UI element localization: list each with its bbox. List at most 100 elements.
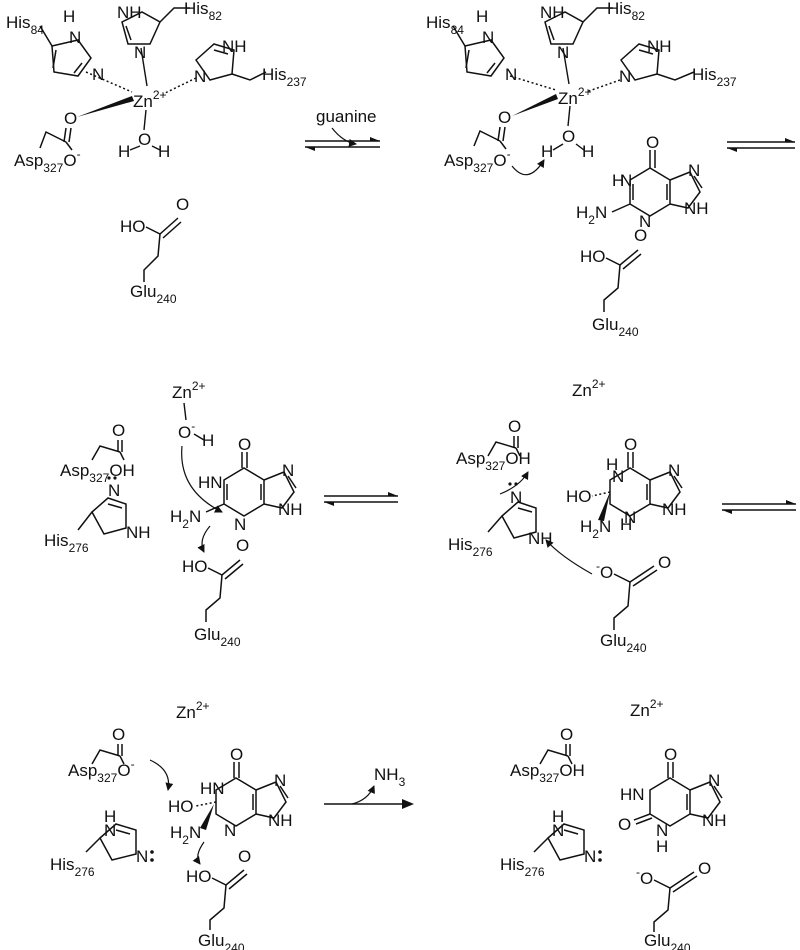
nh-label: H: [612, 171, 624, 190]
asp327-label: Asp327O-: [444, 147, 511, 175]
glu240-carboxylate: -O O Glu240: [545, 539, 671, 655]
glu-oh-label: HO: [580, 247, 606, 266]
his276-imidazole: N NH His276: [44, 476, 151, 555]
zinc-ion-label: Zn2+: [630, 697, 664, 720]
asp327-carboxylate: O Asp327O-: [444, 108, 545, 176]
glu240-residue: HO O Glu240: [182, 536, 249, 649]
n-label: N: [234, 515, 246, 534]
lone-pair-dot: [598, 850, 602, 854]
glu240-label: Glu240: [194, 625, 241, 649]
glu240-carboxylate: -O O Glu240: [636, 859, 711, 950]
nh-label: NH: [528, 529, 553, 548]
his276-imidazole: H N N His276: [500, 807, 602, 879]
n-label: N: [282, 461, 294, 480]
n-label: N: [688, 161, 700, 180]
tetrahedral-intermediate: O HN N N NH HO H2N: [168, 745, 293, 865]
lone-pair-dot: [508, 482, 512, 486]
nh-label: NH: [222, 37, 247, 56]
n-label: H: [620, 515, 632, 534]
lone-pair-dot: [598, 858, 602, 862]
n-label: N: [668, 461, 680, 480]
glu240-label: Glu240: [130, 282, 177, 306]
o-label: O: [112, 421, 125, 440]
n-label: N: [584, 847, 596, 866]
his84-label: His84: [6, 13, 44, 37]
n-label: N: [92, 65, 104, 84]
glu-oh-label: HO: [120, 217, 146, 236]
nh-label: NH: [647, 37, 672, 56]
guanine-molecule: O HN N N NH H2N: [170, 435, 303, 553]
o-label: O: [238, 435, 251, 454]
zinc-ion-label: Zn2+: [133, 88, 167, 111]
n-label: N: [104, 821, 116, 840]
glu240-residue: HO O Glu240: [120, 195, 189, 306]
glu240-label: Glu240: [600, 631, 647, 655]
asp327-label: Asp327OH: [60, 461, 135, 485]
lone-pair-dot: [107, 476, 111, 480]
glu240-residue: HO O Glu240: [186, 847, 251, 950]
hydroxide-h-label: H: [202, 431, 214, 450]
his276-imidazole: H N N His276: [50, 807, 154, 879]
equilibrium-arrow-1: guanine: [305, 107, 380, 151]
amine-label: H2N: [170, 507, 201, 531]
his276-label: His276: [500, 855, 545, 879]
zinc-ion-label: Zn2+: [558, 85, 592, 108]
glu-oh-label: HO: [186, 867, 212, 886]
asp327-label: Asp327O-: [14, 147, 81, 175]
o-label: O: [508, 417, 521, 436]
amine-label: H2N: [576, 203, 607, 227]
nh-label: NH: [268, 811, 293, 830]
water-oxygen-label: O: [562, 127, 575, 146]
zinc-ion-label: Zn2+: [176, 699, 210, 722]
lone-pair-dot: [514, 482, 518, 486]
h-label: H: [656, 837, 668, 856]
glu-o-label: O: [236, 536, 249, 555]
n-h-label: H: [63, 7, 75, 26]
glu-oh-label: HO: [182, 557, 208, 576]
o-label: O: [646, 133, 659, 152]
his84-imidazole: H N N His84: [6, 7, 104, 84]
o-label: O: [560, 725, 573, 744]
asp327-label: Asp327OH: [510, 761, 585, 785]
n-label: N: [612, 467, 624, 486]
n-label: N: [505, 65, 517, 84]
xanthine-molecule: O HN N H N NH O: [618, 745, 727, 856]
n-label: N: [108, 481, 120, 500]
panel-5-ammonia-elimination: Zn2+ O Asp327O- H N N His276: [50, 699, 293, 950]
glu-o-minus-label: -O: [636, 865, 653, 888]
glu240-label: Glu240: [592, 315, 639, 339]
n-label: N: [552, 821, 564, 840]
his237-imidazole: NH N His237: [194, 37, 307, 89]
glu240-label: Glu240: [198, 931, 245, 950]
nh-label: NH: [684, 199, 709, 218]
lone-pair-dot: [150, 850, 154, 854]
his237-label: His237: [262, 65, 307, 89]
lone-pair-dot: [150, 858, 154, 862]
his276-label: His276: [50, 855, 95, 879]
nh-label: HN: [200, 779, 225, 798]
his82-label: His82: [607, 0, 645, 23]
his84-imidazole: H N N His84: [426, 7, 517, 84]
equilibrium-arrow-3: [324, 492, 398, 506]
asp327-label: Asp327OH: [456, 449, 531, 473]
o-label: O: [64, 109, 77, 128]
glu-o-label: O: [238, 847, 251, 866]
n-label: N: [639, 212, 651, 231]
carbonyl-o-label: O: [618, 815, 631, 834]
o-label: O: [230, 745, 243, 764]
panel-6-xanthine-product: Zn2+ O Asp327OH H N N His276: [500, 697, 727, 950]
asp327-label: Asp327O-: [68, 757, 135, 785]
hydroxyl-label: HO: [168, 797, 194, 816]
n-label: N: [708, 771, 720, 790]
water-h-label: H: [118, 142, 130, 161]
guanine-label: guanine: [316, 107, 377, 126]
nh-label: NH: [126, 523, 151, 542]
o-label: O: [664, 745, 677, 764]
n-h-label: H: [476, 7, 488, 26]
o-label: O: [498, 108, 511, 127]
equilibrium-arrow-2: [727, 138, 795, 152]
equilibrium-arrow-4: [722, 500, 796, 514]
amine-label: H2N: [170, 823, 201, 847]
asp327-residue: O Asp327OH: [456, 417, 531, 495]
h-label: H: [552, 807, 564, 826]
